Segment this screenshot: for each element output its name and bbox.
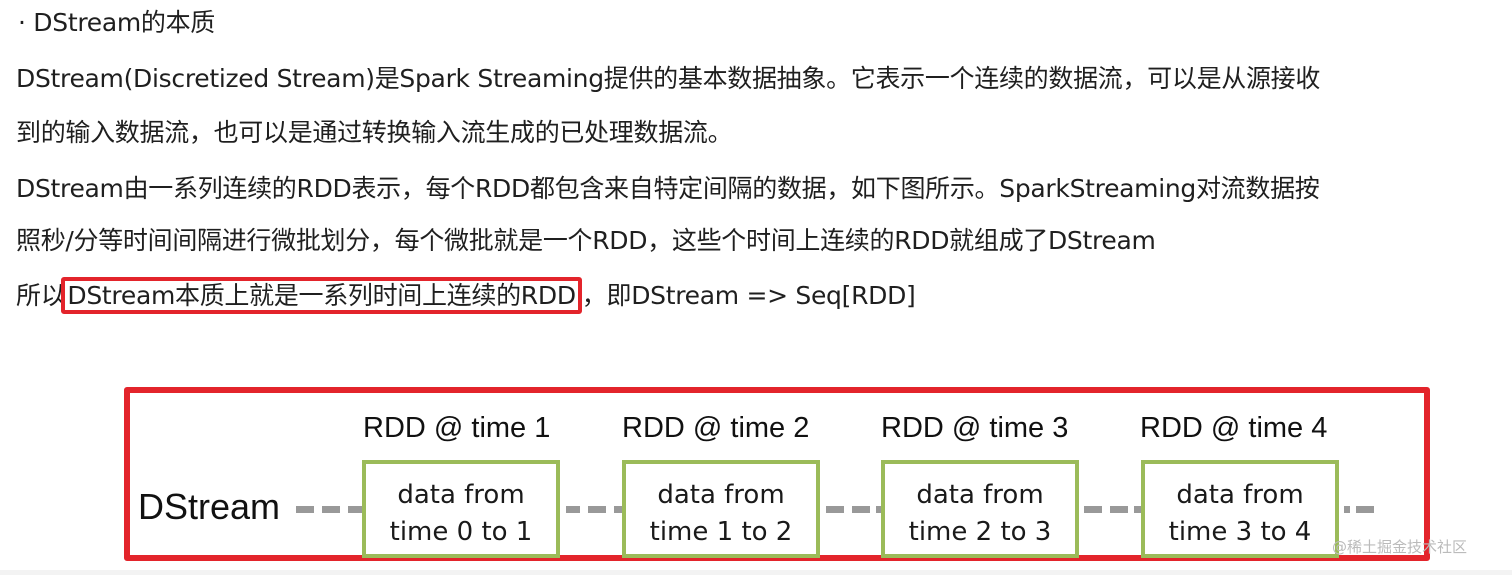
rdd-box-line-2: time 1 to 2 [649, 517, 793, 547]
section-heading: · DStream的本质 [18, 8, 215, 37]
bottom-strip [0, 570, 1512, 575]
highlighted-statement: DStream本质上就是一系列时间上连续的RDD [61, 277, 582, 314]
rdd-box-line-2: time 0 to 1 [389, 517, 533, 547]
paragraph-2-line-2: 照秒/分等时间间隔进行微批划分，每个微批就是一个RDD，这些个时间上连续的RDD… [16, 226, 1156, 255]
dash-connector [1344, 506, 1350, 513]
paragraph-3: 所以DStream本质上就是一系列时间上连续的RDD，即DStream => S… [16, 277, 916, 314]
dash-connector [826, 506, 844, 513]
dash-connector [322, 506, 340, 513]
rdd-title-4: RDD @ time 4 [1140, 412, 1328, 444]
paragraph-2-line-1: DStream由一系列连续的RDD表示，每个RDD都包含来自特定间隔的数据，如下… [16, 174, 1320, 203]
rdd-box-line-2: time 3 to 4 [1168, 517, 1312, 547]
paragraph-3-suffix: ，即DStream => Seq[RDD] [581, 281, 916, 310]
dash-connector [1084, 506, 1102, 513]
dash-connector [614, 506, 624, 513]
rdd-box-2: data from time 1 to 2 [622, 460, 820, 558]
rdd-title-3: RDD @ time 3 [881, 412, 1069, 444]
dash-connector [566, 506, 580, 513]
watermark: @稀土掘金技术社区 [1332, 538, 1468, 556]
paragraph-1-line-2: 到的输入数据流，也可以是通过转换输入流生成的已处理数据流。 [16, 118, 733, 147]
rdd-box-line-1: data from [1176, 480, 1304, 510]
dash-connector [876, 506, 884, 513]
rdd-title-1: RDD @ time 1 [363, 412, 551, 444]
paragraph-3-prefix: 所以 [16, 281, 66, 310]
dash-connector [1356, 506, 1374, 513]
rdd-box-line-1: data from [397, 480, 525, 510]
paragraph-1-line-1: DStream(Discretized Stream)是Spark Stream… [16, 64, 1321, 93]
rdd-box-line-1: data from [916, 480, 1044, 510]
dash-connector [296, 506, 314, 513]
rdd-box-line-1: data from [657, 480, 785, 510]
dash-connector [348, 506, 362, 513]
rdd-box-1: data from time 0 to 1 [362, 460, 560, 558]
rdd-box-4: data from time 3 to 4 [1141, 460, 1339, 558]
dash-connector [1110, 506, 1128, 513]
dash-connector [588, 506, 606, 513]
rdd-title-2: RDD @ time 2 [622, 412, 810, 444]
dstream-label: DStream [138, 486, 281, 527]
rdd-box-3: data from time 2 to 3 [881, 460, 1079, 558]
rdd-box-line-2: time 2 to 3 [908, 517, 1052, 547]
dash-connector [1134, 506, 1142, 513]
dash-connector [852, 506, 870, 513]
